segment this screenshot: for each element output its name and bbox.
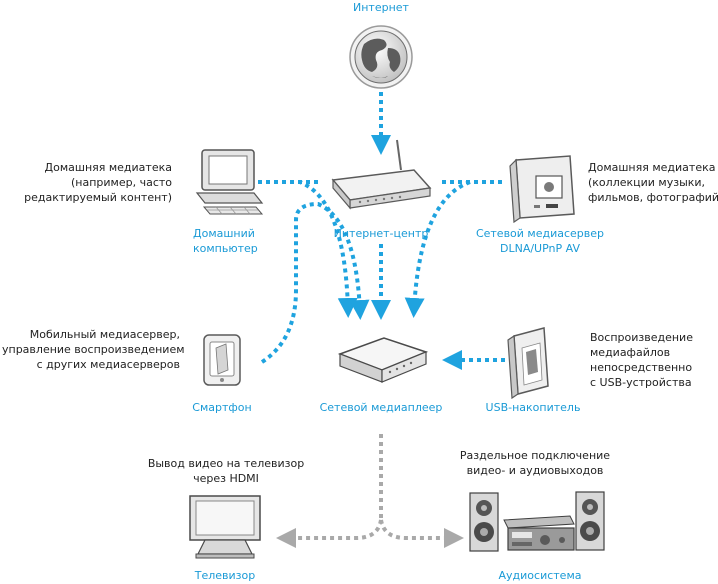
media-player-icon: [337, 337, 429, 383]
smartphone-label: Смартфон: [192, 401, 252, 414]
link-player-audio: [379, 519, 464, 548]
home-pc-label: Домашний компьютер: [193, 227, 258, 255]
globe-icon: [349, 25, 413, 89]
smartphone-icon: [203, 334, 241, 386]
usb-label: USB-накопитель: [485, 401, 581, 414]
home-pc-note: Домашняя медиатека (например, часто реда…: [24, 161, 172, 204]
nas-note: Домашняя медиатека (коллекции музыки, фи…: [588, 161, 718, 204]
tv-note: Вывод видео на телевизор через HDMI: [147, 457, 305, 485]
audio-label: Аудиосистема: [498, 569, 582, 582]
audio-system-icon: [469, 491, 605, 552]
link-smartphone-player: [260, 201, 370, 364]
link-player-tv: [276, 519, 383, 548]
usb-note: Воспроизведение медиафайлов непосредстве…: [590, 331, 693, 389]
desktop-computer-icon: [195, 149, 264, 215]
audio-note: Раздельное подключение видео- и аудиовых…: [459, 449, 611, 477]
router-label: Интернет-центр: [333, 227, 429, 240]
link-nas-player: [404, 180, 502, 318]
usb-drive-icon: [507, 327, 549, 400]
nas-label: Сетевой медиасервер DLNA/UPnP AV: [475, 227, 605, 255]
tv-label: Телевизор: [194, 569, 256, 582]
internet-label: Интернет: [353, 1, 409, 14]
tv-icon: [189, 495, 261, 559]
smartphone-note: Мобильный медиасервер, управление воспро…: [2, 328, 185, 371]
player-label: Сетевой медиаплеер: [319, 401, 443, 414]
router-icon: [331, 139, 432, 210]
media-server-icon: [509, 155, 575, 224]
